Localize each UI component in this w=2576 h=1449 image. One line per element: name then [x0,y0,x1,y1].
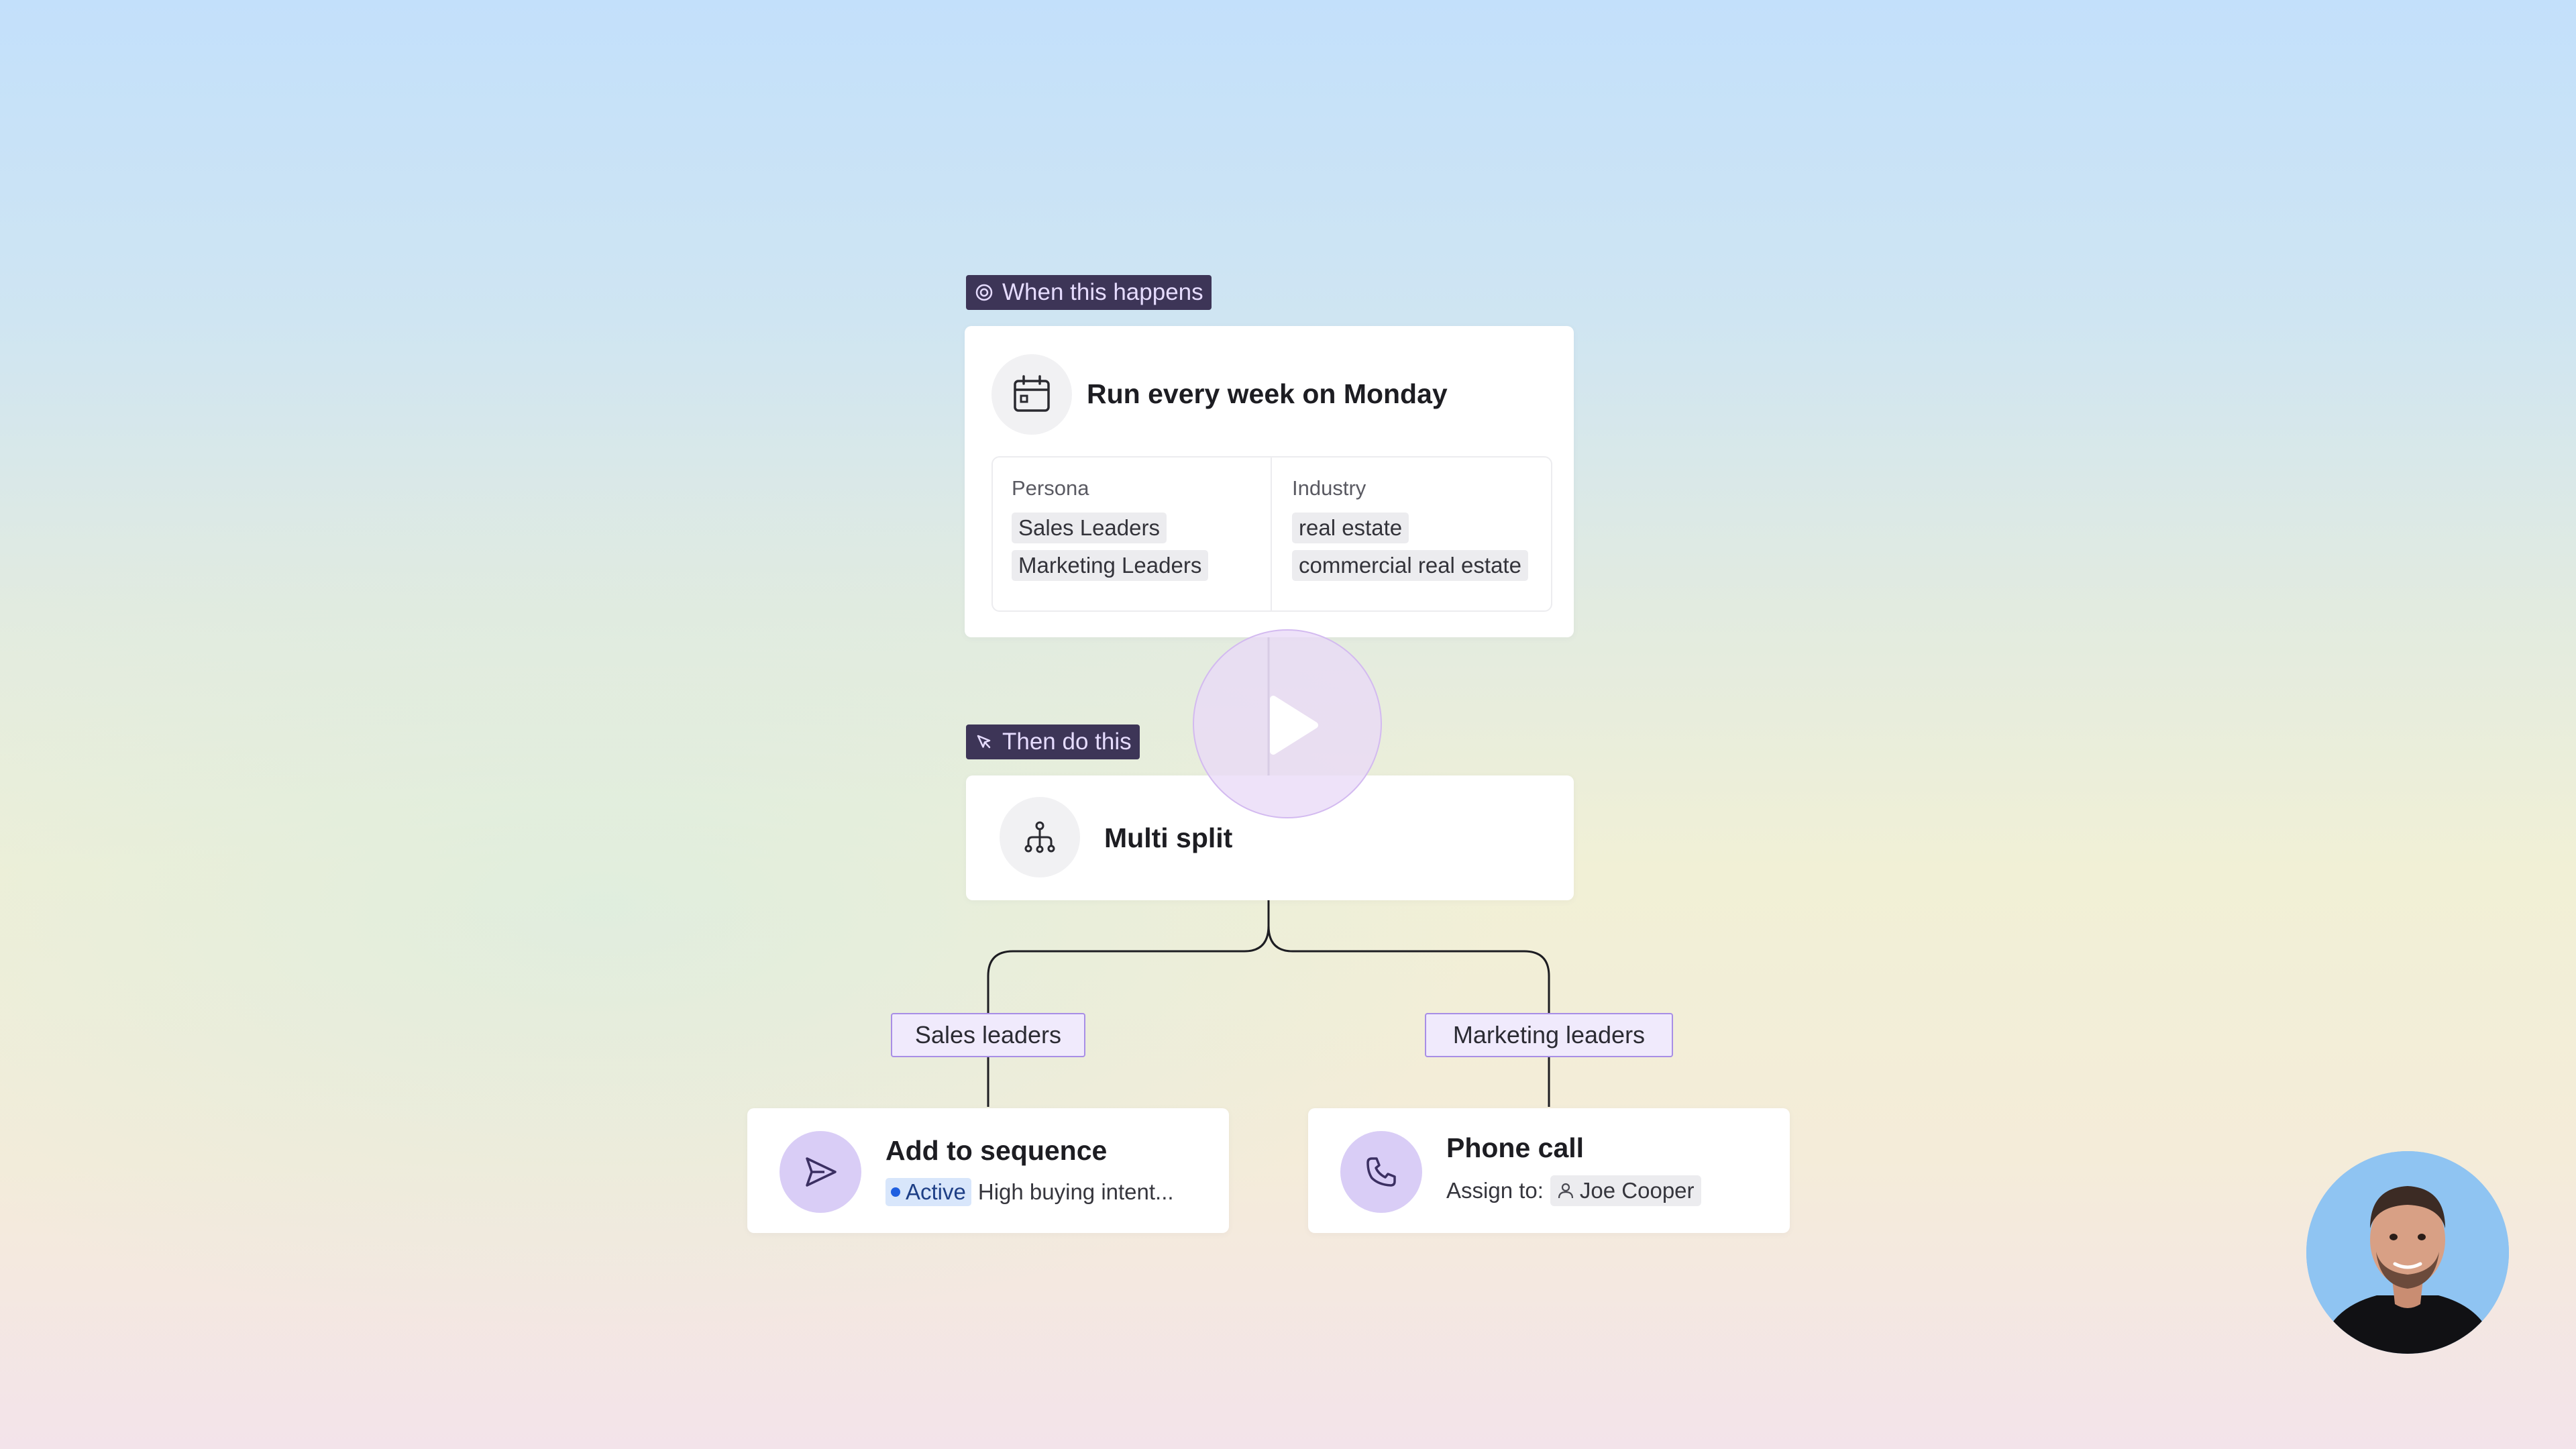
branch-tag-marketing-leaders: Marketing leaders [1425,1013,1673,1057]
status-badge-label: Active [906,1179,966,1204]
play-icon [1270,696,1318,755]
trigger-filters: Persona Sales Leaders Marketing Leaders … [991,456,1552,612]
target-icon [974,282,994,303]
left-branch-connector [987,899,1270,1107]
multi-split-title: Multi split [1104,822,1233,853]
branch-tag-sales-leaders: Sales leaders [891,1013,1085,1057]
sequence-description: High buying intent... [977,1179,1174,1204]
assignee-name: Joe Cooper [1579,1178,1695,1203]
action-section-tag: Then do this [966,724,1140,759]
industry-label: Industry [1292,476,1366,500]
split-icon [1000,797,1080,877]
persona-chip: Marketing Leaders [1012,550,1209,581]
industry-chip: commercial real estate [1292,550,1528,581]
sequence-meta: Active High buying intent... [885,1178,1174,1206]
persona-chip: Sales Leaders [1012,513,1167,543]
assign-label: Assign to: [1446,1178,1544,1203]
play-video-button[interactable] [1193,629,1382,818]
persona-label: Persona [1012,476,1089,500]
trigger-title: Run every week on Monday [1087,378,1448,409]
presenter-avatar [2306,1151,2509,1354]
phone-call-card[interactable]: Phone call Assign to: Joe Cooper [1308,1108,1790,1233]
right-branch-connector [1267,899,1550,1107]
status-badge: Active [885,1178,971,1206]
phone-call-title: Phone call [1446,1132,1585,1163]
cursor-icon [974,732,994,752]
person-icon [1558,1183,1574,1199]
assignee-chip[interactable]: Joe Cooper [1550,1175,1701,1206]
action-section-label: Then do this [1002,729,1132,755]
trigger-card[interactable]: Run every week on Monday Persona Sales L… [965,326,1574,637]
calendar-icon [991,354,1072,435]
trigger-section-tag: When this happens [966,275,1212,310]
phone-icon [1340,1131,1422,1213]
industry-filter: Industry real estate commercial real est… [1271,458,1551,610]
add-to-sequence-title: Add to sequence [885,1135,1108,1166]
status-dot [891,1187,900,1197]
trigger-section-label: When this happens [1002,279,1203,305]
send-icon [780,1131,861,1213]
add-to-sequence-card[interactable]: Add to sequence Active High buying inten… [747,1108,1229,1233]
phone-call-meta: Assign to: Joe Cooper [1446,1175,1701,1206]
persona-filter: Persona Sales Leaders Marketing Leaders [993,458,1271,610]
industry-chip: real estate [1292,513,1409,543]
